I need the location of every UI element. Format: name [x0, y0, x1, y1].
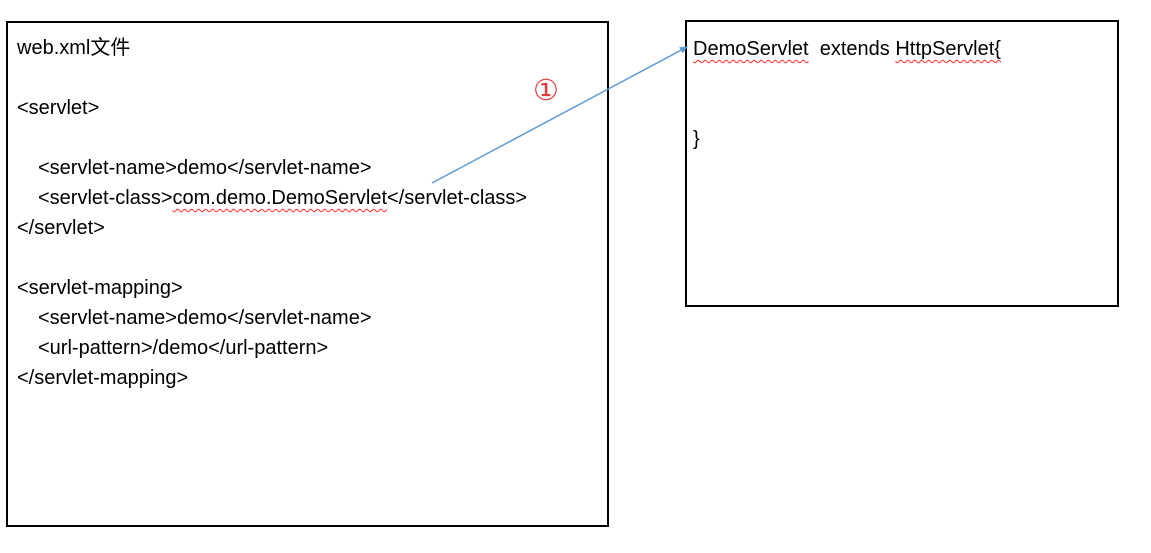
code-text: <servlet-name>demo</servlet-name> — [38, 157, 372, 179]
code-line: <url-pattern>/demo</url-pattern> — [17, 333, 601, 363]
code-line — [17, 123, 601, 153]
servlet-class-code: DemoServlet extends HttpServlet{ } — [693, 34, 1113, 154]
servlet-class-box: DemoServlet extends HttpServlet{ } — [685, 20, 1119, 307]
code-text: <servlet> — [17, 97, 100, 119]
webxml-box: web.xml文件 <servlet> <servlet-name>demo</… — [6, 21, 609, 527]
misspelled-text: HttpServlet{ — [895, 38, 1001, 60]
code-line — [17, 243, 601, 273]
code-line: } — [693, 124, 1113, 154]
misspelled-text: DemoServlet — [693, 38, 809, 60]
code-line: <servlet-name>demo</servlet-name> — [17, 153, 601, 183]
code-text: <url-pattern>/demo</url-pattern> — [38, 337, 329, 359]
code-text: extends — [808, 38, 896, 60]
webxml-box-title: web.xml文件 — [17, 37, 131, 59]
code-text: } — [693, 128, 700, 150]
code-line — [17, 63, 601, 93]
code-text: <servlet-name>demo</servlet-name> — [38, 307, 372, 329]
code-text: <servlet-class> — [38, 187, 173, 209]
misspelled-text: com.demo.DemoServlet — [172, 187, 388, 209]
webxml-code: <servlet> <servlet-name>demo</servlet-na… — [17, 63, 601, 393]
code-line: </servlet-mapping> — [17, 363, 601, 393]
code-line: DemoServlet extends HttpServlet{ — [693, 34, 1113, 64]
code-line — [693, 64, 1113, 94]
code-line: <servlet> — [17, 93, 601, 123]
code-line: <servlet-name>demo</servlet-name> — [17, 303, 601, 333]
code-text: <servlet-mapping> — [17, 277, 183, 299]
code-text: </servlet> — [17, 217, 105, 239]
code-line: <servlet-class>com.demo.DemoServlet</ser… — [17, 183, 601, 213]
code-line: </servlet> — [17, 213, 601, 243]
code-text: </servlet-mapping> — [17, 367, 189, 389]
code-text: </servlet-class> — [387, 187, 528, 209]
code-line — [693, 94, 1113, 124]
step-1-badge: ① — [533, 73, 559, 107]
code-line: <servlet-mapping> — [17, 273, 601, 303]
